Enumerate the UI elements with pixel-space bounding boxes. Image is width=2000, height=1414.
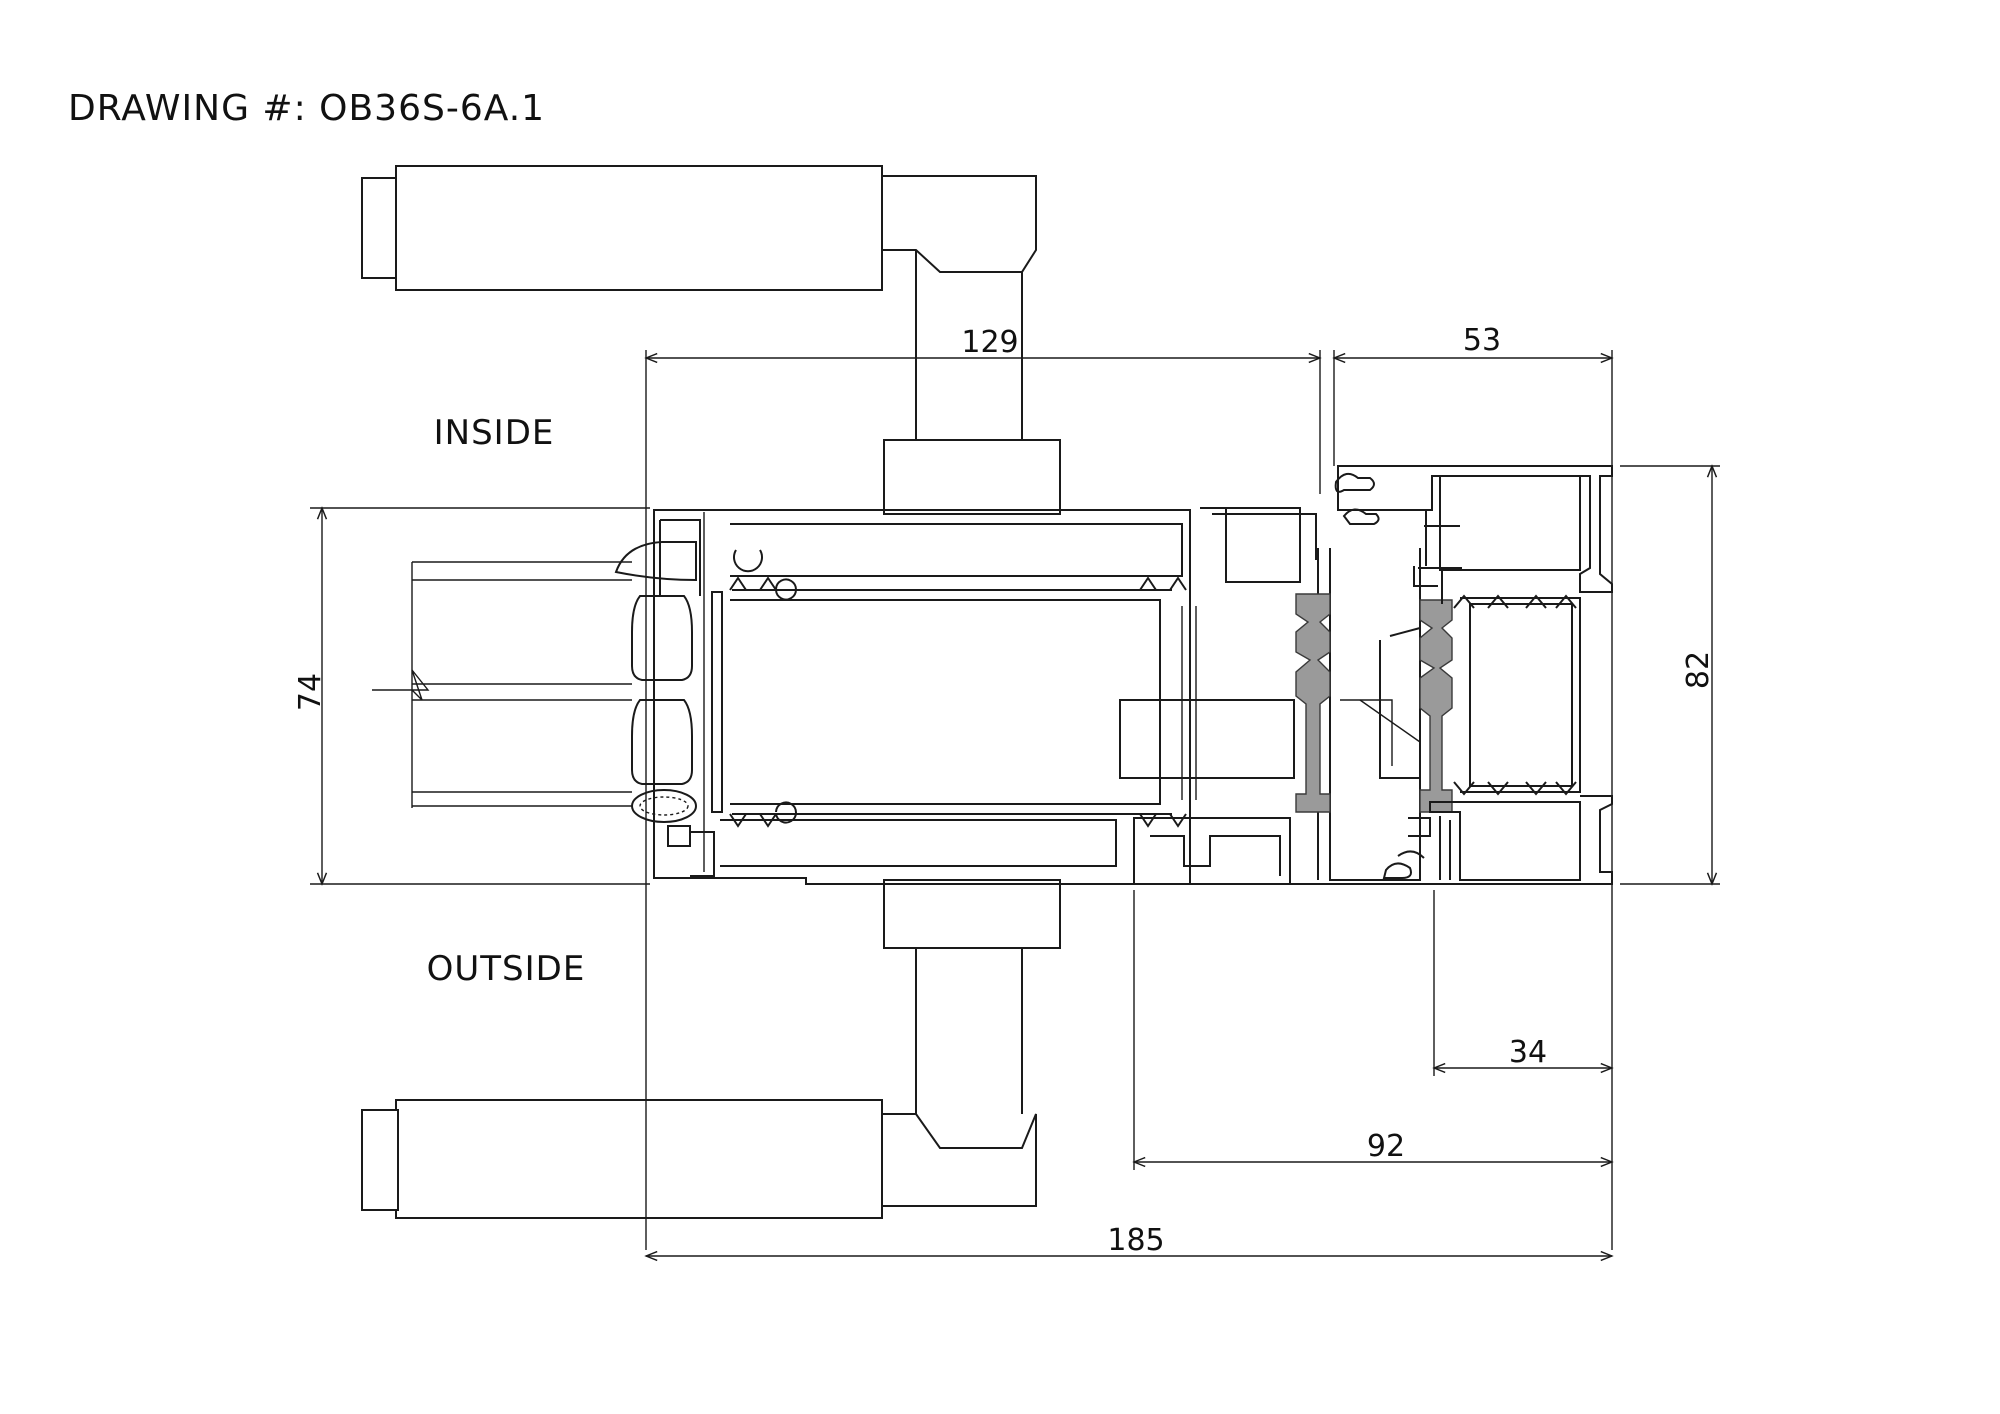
dim-129: 129 <box>961 325 1018 360</box>
inside-label: INSIDE <box>434 413 555 453</box>
dim-34: 34 <box>1509 1035 1547 1070</box>
sash-profile <box>653 509 1197 885</box>
dim-82: 82 <box>1681 651 1716 689</box>
drawing-title: DRAWING #: OB36S-6A.1 <box>68 88 546 129</box>
dim-53: 53 <box>1463 323 1501 358</box>
bottom-handle <box>361 879 1061 1219</box>
frame-profile <box>1119 472 1453 885</box>
outer-frame-profile <box>1290 465 1613 885</box>
top-handle <box>361 165 1061 515</box>
glazing-unit <box>372 541 697 823</box>
dim-92: 92 <box>1367 1129 1405 1164</box>
outside-label: OUTSIDE <box>427 949 586 989</box>
dim-185: 185 <box>1107 1223 1164 1258</box>
dimension-lines <box>310 350 1720 1256</box>
dim-74: 74 <box>293 673 328 711</box>
